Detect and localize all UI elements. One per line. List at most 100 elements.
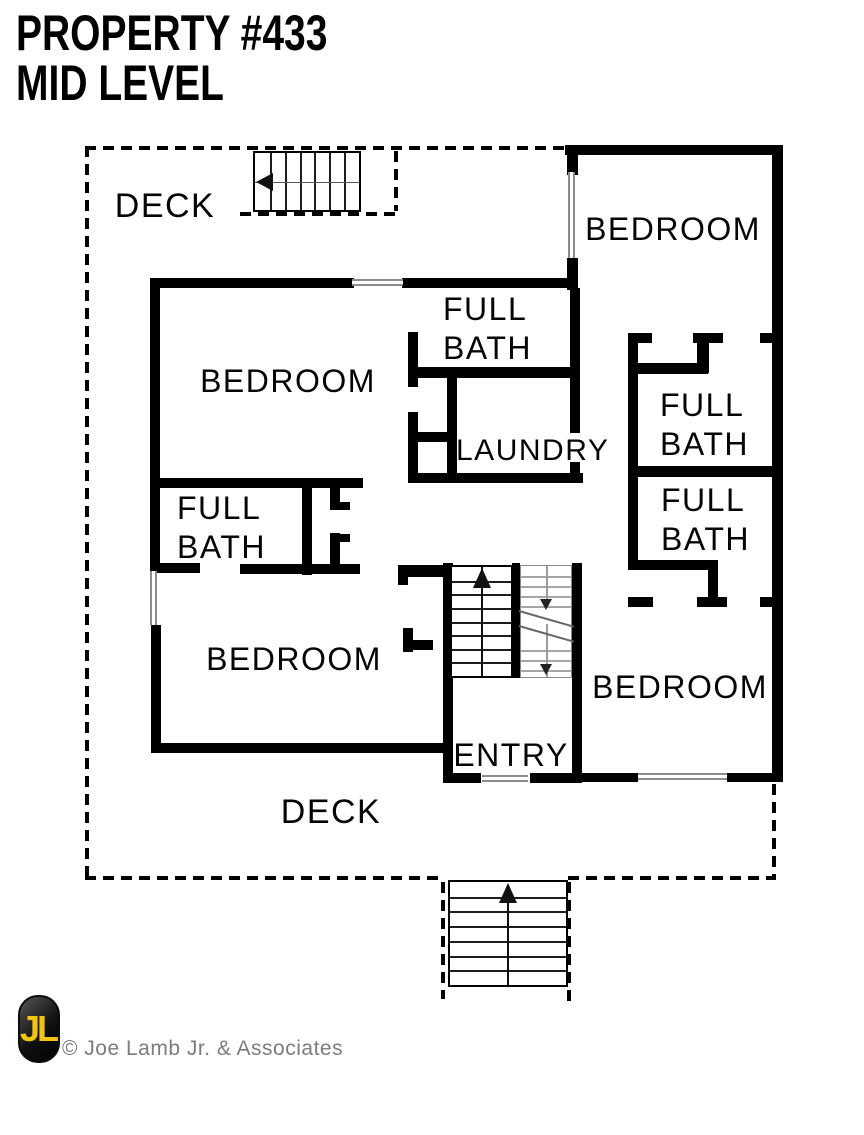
room-label-line: BATH	[177, 529, 266, 566]
wall-segment	[408, 473, 583, 483]
wall-segment	[340, 502, 350, 510]
room-label-bedroom-upper-right: BEDROOM	[585, 210, 761, 249]
room-label-line: BEDROOM	[592, 669, 768, 705]
stair-direction-line	[507, 896, 509, 985]
wall-segment	[447, 367, 457, 480]
window-marker	[638, 773, 727, 780]
room-label-line: FULL	[660, 387, 745, 423]
wall-segment	[443, 563, 453, 783]
wall-segment	[628, 560, 718, 570]
wall-segment	[772, 145, 783, 782]
room-label-line: BATH	[661, 521, 750, 558]
plan-title: PROPERTY #433 MID LEVEL	[16, 8, 327, 108]
wall-segment	[697, 597, 727, 607]
wall-segment	[708, 560, 718, 607]
up-arrow-icon	[499, 883, 517, 903]
wall-segment	[408, 412, 418, 483]
room-label-line: FULL	[177, 490, 262, 526]
wall-segment	[628, 597, 653, 607]
stairs-interior-up	[450, 565, 513, 678]
room-label-line: BEDROOM	[585, 211, 761, 247]
room-label-line: FULL	[443, 291, 528, 327]
wall-segment	[570, 288, 580, 378]
wall-segment	[760, 597, 772, 607]
deck-boundary-dash	[85, 146, 565, 150]
wall-segment	[402, 278, 578, 288]
stair-direction-line	[546, 566, 548, 608]
wall-segment	[302, 483, 312, 575]
logo-monogram: JL	[19, 1008, 59, 1049]
wall-segment	[567, 258, 578, 290]
deck-boundary-dash	[240, 212, 398, 216]
stair-direction-line	[546, 624, 548, 677]
entry-door-marker	[482, 775, 528, 782]
up-arrow-icon	[472, 568, 491, 588]
wall-segment	[418, 432, 447, 442]
wall-segment	[693, 333, 723, 343]
down-arrow-icon	[540, 664, 552, 675]
stairs-deck-bottom	[448, 880, 568, 987]
plan-title-line1: PROPERTY #433	[16, 5, 328, 61]
wall-segment	[567, 145, 578, 175]
wall-segment	[565, 145, 783, 155]
room-label-bedroom-upper-left: BEDROOM	[200, 362, 376, 401]
window-marker	[352, 279, 403, 286]
copyright-text: © Joe Lamb Jr. & Associates	[62, 1037, 344, 1060]
wall-segment	[408, 332, 418, 387]
room-label-line: BEDROOM	[200, 363, 376, 399]
room-label-bedroom-lower-right: BEDROOM	[592, 668, 768, 707]
room-label-entry: ENTRY	[453, 736, 568, 775]
wall-segment	[150, 563, 200, 573]
wall-segment	[727, 773, 783, 782]
window-marker	[150, 571, 157, 625]
wall-segment	[150, 278, 160, 573]
wall-segment	[330, 533, 340, 567]
deck-boundary-dash	[567, 882, 571, 1008]
room-label-line: FULL	[661, 482, 746, 518]
wall-segment	[628, 333, 652, 343]
wall-segment	[760, 333, 772, 343]
room-label-line: DECK	[114, 187, 216, 225]
room-label-line: BATH	[660, 426, 749, 463]
wall-segment	[150, 478, 363, 488]
down-arrow-icon	[540, 599, 552, 610]
deck-boundary-dash	[568, 876, 776, 880]
stairs-interior-down	[518, 565, 575, 678]
wall-segment	[151, 743, 453, 753]
deck-boundary-dash	[772, 784, 776, 878]
deck-boundary-dash	[441, 882, 445, 999]
left-arrow-icon	[256, 172, 273, 191]
wall-segment	[638, 363, 708, 374]
wall-segment	[445, 773, 481, 783]
room-label-bedroom-lower-left: BEDROOM	[206, 640, 382, 679]
wall-segment	[628, 466, 773, 477]
room-label-laundry: LAUNDRY	[456, 433, 609, 470]
wall-segment	[330, 487, 340, 510]
stair-direction-line	[255, 181, 359, 183]
wall-segment	[417, 367, 580, 378]
room-label-line: DECK	[280, 793, 382, 831]
deck-boundary-dash	[85, 876, 445, 880]
wall-segment	[570, 462, 580, 483]
wall-segment	[340, 534, 350, 542]
room-label-deck-top: DECK	[115, 186, 215, 227]
wall-segment	[512, 563, 520, 678]
wall-segment	[413, 640, 433, 650]
wall-segment	[570, 378, 580, 433]
room-label-line: ENTRY	[453, 737, 569, 773]
wall-segment	[572, 563, 582, 783]
room-label-line: LAUNDRY	[456, 434, 610, 467]
wall-segment	[403, 628, 413, 652]
wall-segment	[628, 333, 638, 570]
room-label-deck-bottom: DECK	[281, 792, 381, 833]
plan-title-line2: MID LEVEL	[16, 55, 225, 111]
wall-segment	[570, 773, 638, 782]
window-marker	[568, 172, 575, 258]
room-label-line: BATH	[443, 330, 532, 367]
stair-direction-line	[480, 567, 483, 676]
deck-boundary-dash	[85, 146, 89, 880]
